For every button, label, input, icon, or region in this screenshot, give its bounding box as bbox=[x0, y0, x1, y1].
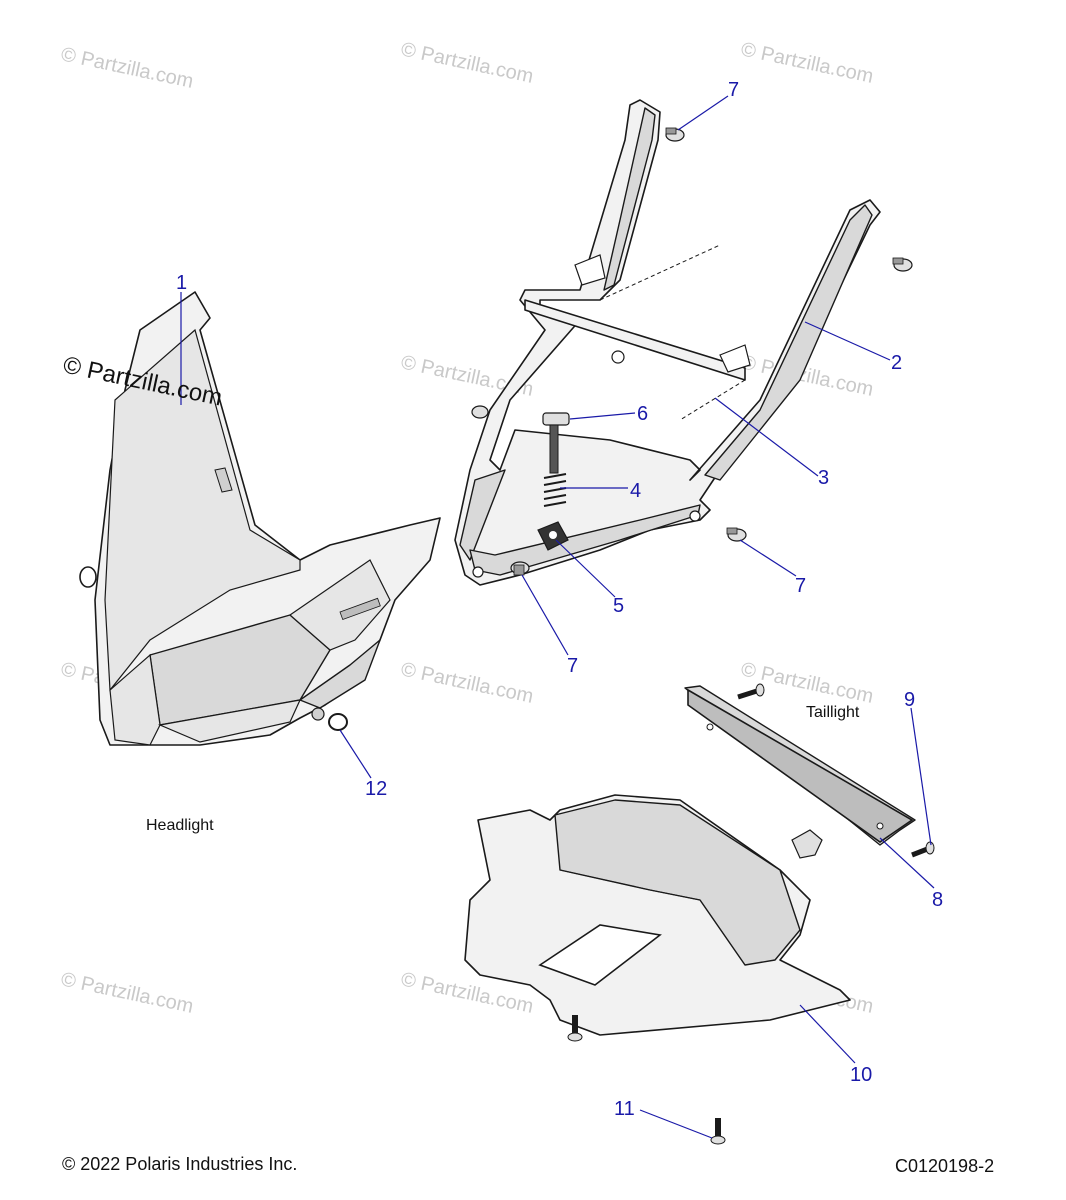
callout-11: 11 bbox=[614, 1098, 635, 1120]
screw-7-right bbox=[892, 257, 913, 272]
watermark-text: © Partzilla.com bbox=[739, 658, 875, 708]
panel-10 bbox=[464, 794, 851, 1036]
callout-8: 8 bbox=[932, 889, 943, 911]
bracket-assembly bbox=[454, 99, 881, 586]
callout-1: 1 bbox=[176, 272, 187, 294]
headlight-assembly bbox=[79, 291, 441, 746]
watermark-text: © Partzilla.com bbox=[59, 43, 195, 93]
leader-lines bbox=[180, 95, 935, 1139]
screw-7-mid bbox=[726, 527, 747, 542]
callout-7-bottom: 7 bbox=[567, 655, 578, 677]
footer-diagram-code: C0120198-2 bbox=[895, 1156, 994, 1176]
callout-6: 6 bbox=[637, 403, 648, 425]
grommet-12 bbox=[328, 713, 348, 731]
callout-10: 10 bbox=[850, 1064, 872, 1086]
callout-9: 9 bbox=[904, 689, 915, 711]
screw-7-top bbox=[665, 127, 685, 142]
callout-12: 12 bbox=[365, 778, 387, 800]
callout-3: 3 bbox=[818, 467, 829, 489]
callout-7-mid: 7 bbox=[795, 575, 806, 597]
taillight-8 bbox=[684, 685, 916, 859]
bolt-6 bbox=[542, 412, 570, 474]
screw-7-bottom bbox=[510, 561, 530, 576]
screw-7-left bbox=[471, 405, 489, 419]
callout-7-top: 7 bbox=[728, 79, 739, 101]
callout-4: 4 bbox=[630, 480, 641, 502]
watermark-text: © Partzilla.com bbox=[399, 658, 535, 708]
label-taillight: Taillight bbox=[806, 704, 860, 721]
watermark-text: © Partzilla.com bbox=[59, 968, 195, 1018]
screws-9 bbox=[737, 683, 935, 858]
grommet-left bbox=[79, 566, 97, 588]
nut-5 bbox=[537, 521, 569, 551]
footer-copyright: © 2022 Polaris Industries Inc. bbox=[62, 1154, 297, 1174]
spring-4 bbox=[543, 473, 567, 507]
watermark-text: © Partzilla.com bbox=[739, 38, 875, 88]
screws-7 bbox=[471, 127, 913, 576]
watermark-text: © Partzilla.com bbox=[399, 38, 535, 88]
callout-5: 5 bbox=[613, 595, 624, 617]
callout-2: 2 bbox=[891, 352, 902, 374]
screws-11 bbox=[567, 1015, 726, 1145]
callout-numbers: 1 7 2 6 3 4 7 5 7 9 12 8 10 11 bbox=[176, 79, 943, 1120]
label-headlight: Headlight bbox=[146, 817, 214, 834]
